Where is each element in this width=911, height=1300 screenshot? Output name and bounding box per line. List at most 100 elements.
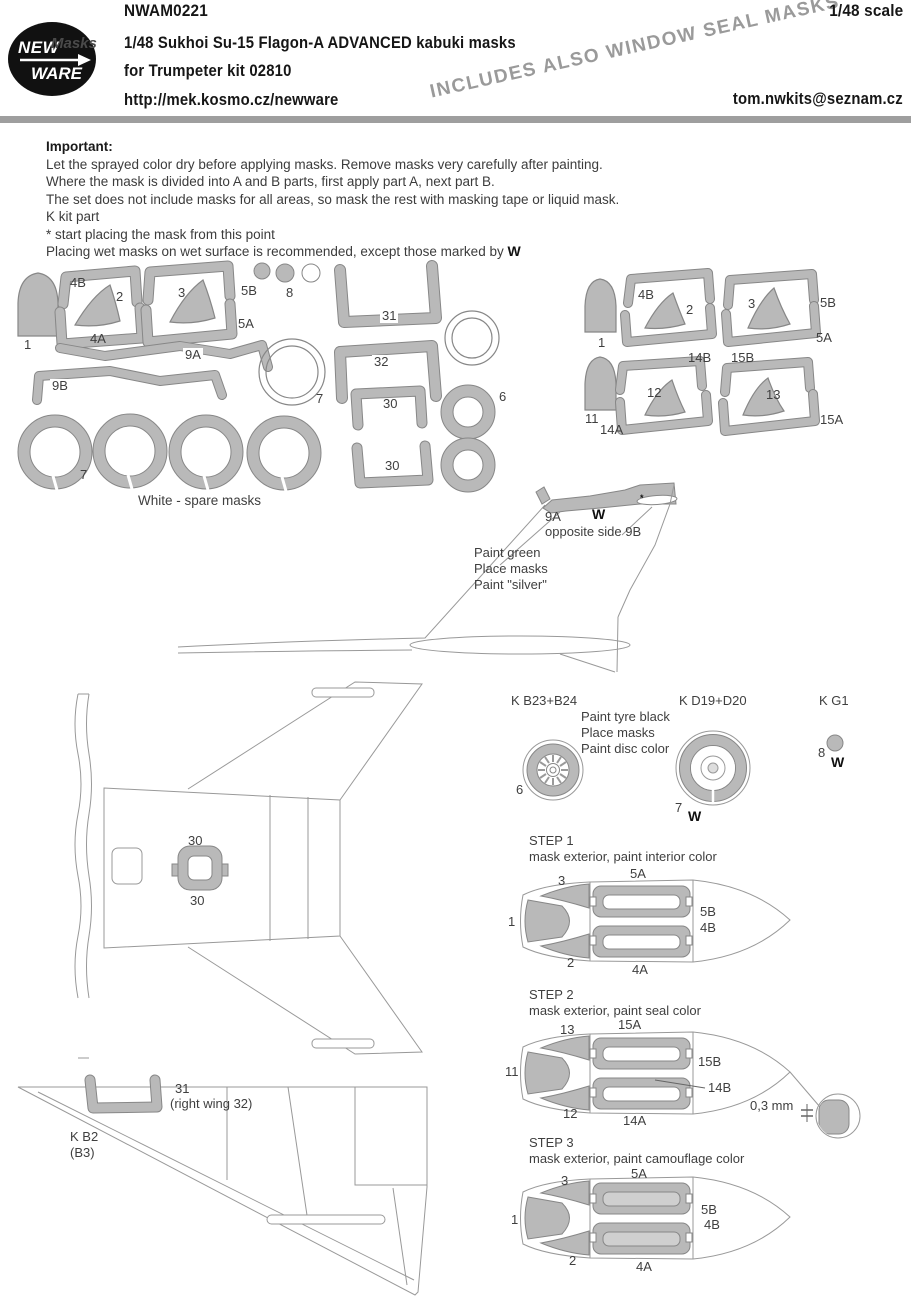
step3-label-4B: 4B [704,1217,720,1232]
website-url: http://mek.kosmo.cz/newware [124,91,339,109]
fin-start-mark: * [640,493,644,503]
step2-label-13: 13 [560,1022,575,1037]
step3-canopy-drawing [520,1176,791,1260]
label-7-wheel: 7 [675,800,683,815]
mask-11-shape [524,1051,570,1095]
wheel-masks-drawing [522,730,844,806]
label-15A: 15A [820,412,844,427]
triangle-3-shape [169,279,216,324]
strip-9A-shape [56,341,272,371]
label-6-wheel: 6 [516,782,524,797]
spare-masks-note: White - spare masks [138,493,262,508]
frame-5A-shape [722,302,820,346]
tailplane-outline [409,635,631,655]
step2-label-14A: 14A [623,1113,647,1128]
windscreen-mask-11-shape [584,356,617,411]
bracket-30b-shape [352,441,433,488]
wing-fence-outline [311,1038,375,1049]
fin-note-line: Place masks [474,561,548,576]
step1-label-5B: 5B [700,904,716,919]
fin-opposite-note: opposite side 9B [545,524,642,539]
label-9A-fin: 9A [545,509,561,524]
wheel-note-line: Place masks [581,725,655,740]
step1-label-5A: 5A [630,866,646,881]
mask-1-shape [524,899,570,943]
frame-15B-shape [721,358,814,396]
mask-2-shape [539,933,590,959]
windscreen-mask-1-shape [584,278,617,333]
step3-desc: mask exterior, paint camouflage color [529,1151,745,1166]
important-line: K kit part [46,209,100,224]
fin-note-line: Paint green [474,545,541,560]
label-30-top: 30 [188,833,203,848]
triangle-13-shape [742,377,785,417]
important-line: The set does not include masks for all a… [46,191,620,207]
label-13: 13 [766,387,781,402]
detail-zoom-content [817,1095,854,1137]
label-11: 11 [585,411,599,426]
label-3-left: 3 [178,285,186,300]
strip-9B-shape [33,367,226,404]
w-mark-wheel7: W [688,808,702,824]
dot-mask-8 [275,263,295,283]
label-7-set: 7 [80,467,88,482]
logo-text-ware: WARE [31,64,82,83]
label-32-mid: 32 [372,354,391,369]
fin-note-line: Paint "silver" [474,577,547,592]
header-rule [0,116,911,123]
wing-fence-outline [311,687,375,698]
ring-6-shape [441,385,495,439]
label-5A-right: 5A [816,330,832,345]
wing-kit-part-alt: (B3) [70,1145,95,1160]
step2-canopy-drawing [520,1031,861,1139]
important-line-wet: Placing wet masks on wet surface is reco… [46,243,521,259]
sheet-title: 1/48 Sukhoi Su-15 Flagon-A ADVANCED kabu… [124,34,516,52]
mask-1-shape [524,1196,570,1240]
logo-text-masks: Masks [51,35,97,52]
step3-label-3: 3 [561,1173,569,1188]
mask-2-shape [539,1230,590,1256]
wing-fence-outline [266,1214,386,1225]
label-30a-mid: 30 [383,396,398,411]
step1-canopy-drawing [520,879,791,963]
mask-13-shape [539,1035,590,1061]
label-1-right: 1 [598,335,606,350]
mask-sheet-mid-drawing [334,260,500,493]
step2-label-11: 11 [505,1064,519,1079]
frame-4B-shape [58,266,142,309]
fin-tab-shape [535,486,551,505]
wing-kit-part: K B2 [70,1129,99,1144]
step1-label-4A: 4A [632,962,648,977]
kit-subtitle: for Trumpeter kit 02810 [124,62,292,80]
scale-label: 1/48 scale [828,1,903,20]
frame-5A-shape [141,299,237,347]
dot-mask-8-spare [301,263,321,283]
important-block: Important: Let the sprayed color dry bef… [46,138,666,261]
step3-label-1: 1 [511,1212,519,1227]
label-14A: 14A [600,422,624,437]
triangle-2-shape [74,284,121,327]
label-5B-right: 5B [820,295,836,310]
triangle-3-shape [747,286,791,330]
frame-5B-shape [143,261,235,305]
wheel-note-line: Paint disc color [581,741,670,756]
mask-3-shape [539,883,590,909]
frame-15A-shape [719,390,819,435]
triangle-12-shape [644,379,686,417]
label-6-mid: 6 [499,389,507,404]
frame-14B-shape [616,357,706,394]
fuselage-top-view-drawing [74,681,423,1059]
label-1-left: 1 [24,337,32,352]
wheel-note-line: Paint tyre black [581,709,670,724]
label-8-wheel: 8 [818,745,826,760]
spare-ring-7 [258,338,326,406]
logo-text-new: NEW [18,38,60,57]
label-12: 12 [647,385,662,400]
label-2-right: 2 [686,302,694,317]
ring-extra-shape [441,438,495,492]
frame-4A-shape [621,304,716,346]
wheel-6-drawing [522,739,584,801]
mask-3-shape [539,1180,590,1206]
triangle-2-shape [644,292,686,330]
label-4B-left: 4B [70,275,86,290]
